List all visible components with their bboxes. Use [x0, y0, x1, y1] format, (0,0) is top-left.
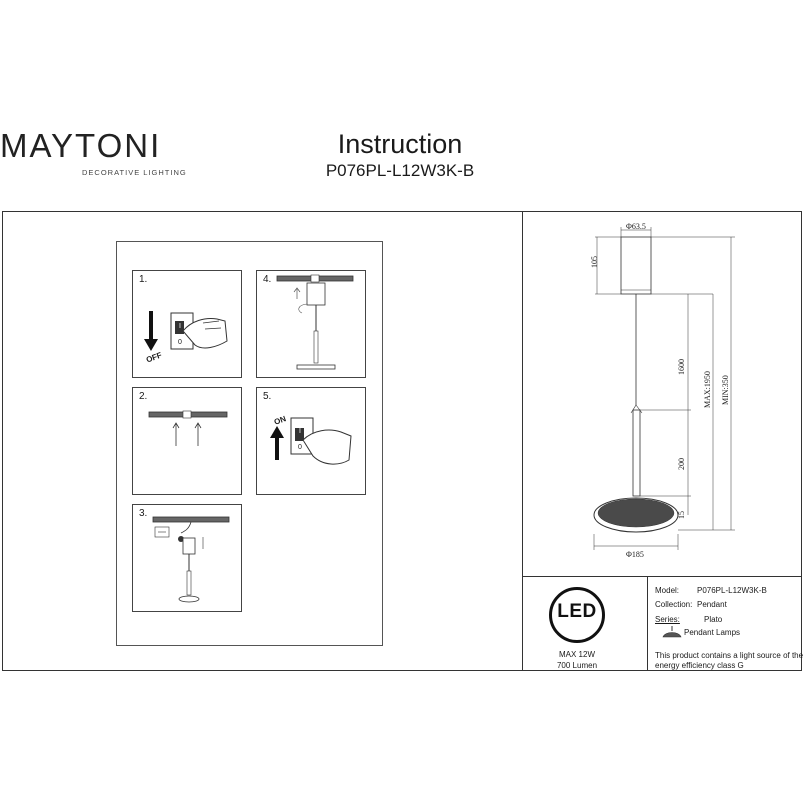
step-4: 4. [256, 270, 366, 378]
brand-logo: MAYTONI DECORATIVE LIGHTING [0, 126, 186, 177]
switch-off-mark: 0 [298, 444, 302, 451]
step-2: 2. [132, 387, 242, 495]
canopy-diameter-label: Φ63.5 [626, 222, 646, 231]
page-title: Instruction [337, 129, 463, 159]
vertical-divider [522, 211, 523, 671]
spec-divider [647, 576, 648, 671]
led-power: MAX 12W [558, 650, 595, 659]
brand-name: MAYTONI [0, 127, 162, 164]
step-number: 2. [139, 391, 148, 402]
energy-note-line1: This product contains a light source of … [655, 651, 804, 660]
switch-on-mark: I [299, 428, 301, 435]
step-1: 1. I 0 OFF [132, 270, 242, 378]
instruction-frame [2, 211, 802, 671]
led-badge [549, 587, 605, 643]
led-power-info: MAX 12W 700 Lumen [540, 649, 614, 671]
collection-value: Pendant [697, 600, 727, 609]
technical-drawing [593, 227, 735, 550]
step-number: 5. [263, 391, 272, 402]
model-label: Model: [655, 586, 680, 595]
pendant-lamp-icon [662, 626, 682, 638]
min-height-label: MIN:350 [721, 375, 730, 405]
horizontal-divider [522, 576, 802, 577]
rod-length-label: 200 [677, 458, 686, 470]
step-number: 1. [139, 274, 148, 285]
lamp-type-value: Pendant Lamps [684, 628, 741, 637]
step-5: 5. I 0 ON [256, 387, 366, 495]
series-label: Series: [655, 615, 680, 624]
canopy-mount-illustration [276, 274, 354, 370]
series-value: Plato [704, 615, 723, 624]
max-height-label: MAX:1950 [703, 371, 712, 408]
energy-note-line2: energy efficiency class G [655, 661, 744, 670]
led-badge-text: LED [557, 601, 597, 622]
bracket-mount-illustration [148, 410, 228, 446]
cable-length-label: 1600 [677, 359, 686, 375]
model-value: P076PL-L12W3K-B [697, 586, 767, 595]
collection-label: Collection: [655, 600, 693, 609]
step-number: 4. [263, 274, 272, 285]
disc-diameter-label: Φ185 [626, 550, 644, 559]
step-number: 3. [139, 508, 148, 519]
step-3: 3. [132, 504, 242, 612]
canopy-height-label: 105 [590, 256, 599, 268]
installation-steps [116, 241, 383, 646]
switch-on-mark: I [179, 323, 181, 330]
led-lumen: 700 Lumen [556, 661, 598, 670]
disc-thickness-label: 15 [677, 511, 686, 519]
switch-off-mark: 0 [178, 339, 182, 346]
brand-tagline: DECORATIVE LIGHTING [82, 168, 187, 177]
wiring-illustration [152, 516, 230, 603]
model-code: P076PL-L12W3K-B [325, 161, 475, 180]
switch-off-illustration [144, 311, 228, 351]
switch-on-illustration [270, 417, 352, 465]
